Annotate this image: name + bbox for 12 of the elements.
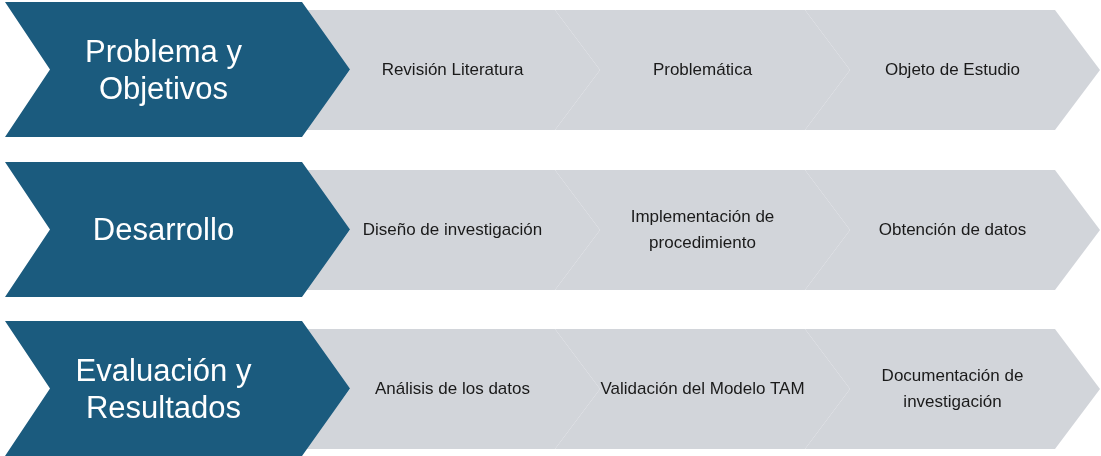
step-label: Problemática — [652, 59, 753, 81]
step-label: Documentación de investigación — [880, 365, 1025, 413]
step-label: Revisión Literatura — [381, 59, 524, 81]
phase-title: Desarrollo — [92, 211, 235, 248]
step-label: Obtención de datos — [878, 219, 1027, 241]
step-label: Implementación de procedimiento — [629, 206, 776, 254]
phase-title: Evaluación y Resultados — [74, 351, 253, 426]
step-label: Objeto de Estudio — [884, 59, 1021, 81]
step-label: Validación del Modelo TAM — [600, 378, 805, 400]
step-label: Análisis de los datos — [375, 378, 530, 400]
step-label: Diseño de investigación — [362, 219, 543, 241]
phase-title: Problema y Objetivos — [84, 32, 243, 107]
